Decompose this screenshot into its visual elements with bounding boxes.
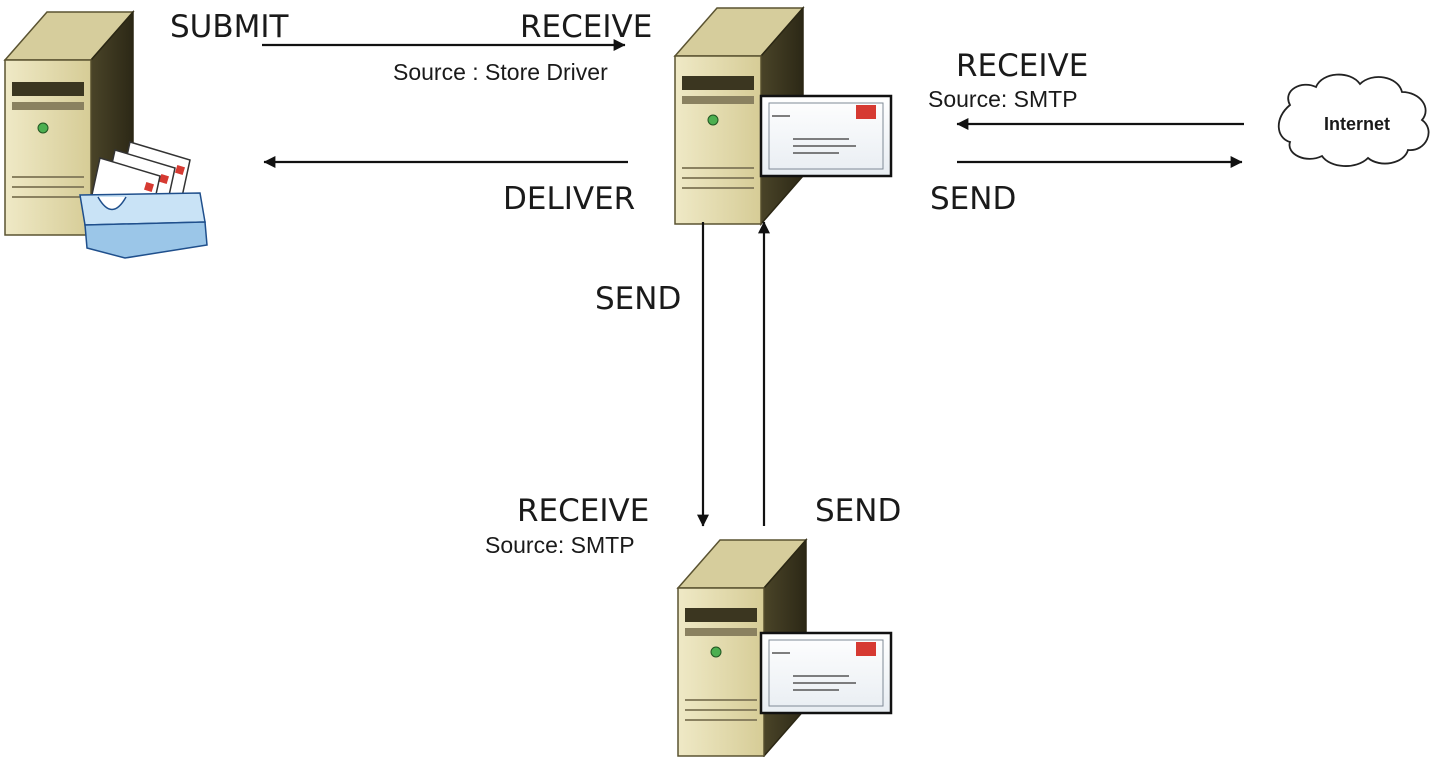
deliver-label: DELIVER	[503, 181, 635, 217]
receive-top-source: Source : Store Driver	[393, 59, 608, 85]
receive-bottom-label: RECEIVE	[517, 493, 649, 529]
send-up-label: SEND	[815, 493, 901, 529]
send-down-label: SEND	[595, 281, 681, 317]
receive-bottom-source: Source: SMTP	[485, 532, 635, 558]
inbox-tray-icon	[79, 141, 208, 259]
send-right-label: SEND	[930, 181, 1016, 217]
receive-top-label: RECEIVE	[520, 9, 652, 45]
receive-right-label: RECEIVE	[956, 48, 1088, 84]
cloud-icon	[1277, 73, 1430, 167]
envelope-icon	[759, 631, 893, 715]
submit-label: SUBMIT	[170, 9, 290, 45]
internet-label: Internet	[1324, 114, 1390, 134]
envelope-icon	[759, 94, 893, 178]
receive-right-source: Source: SMTP	[928, 86, 1078, 112]
